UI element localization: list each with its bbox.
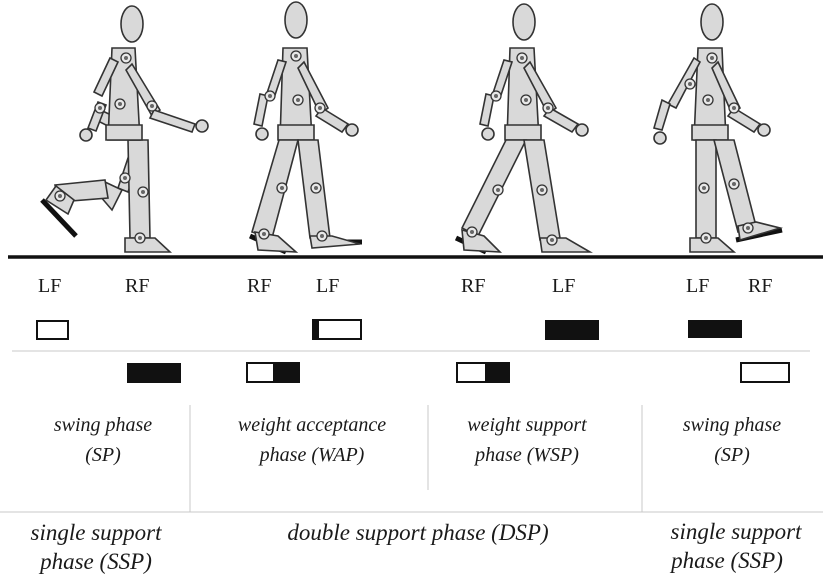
contact-bar-lf-swing	[36, 320, 69, 340]
walking-figure-2	[248, 1, 362, 255]
walking-figure-3	[454, 3, 593, 255]
phase-name-2: weight acceptance	[238, 414, 386, 436]
phase-abbr-4: (SP)	[714, 444, 750, 466]
foot-label-c1-b: RF	[125, 275, 149, 297]
phase-abbr-1: (SP)	[85, 444, 121, 466]
phase-name-1: swing phase	[54, 414, 152, 436]
contact-bar-lf-stance-2	[688, 320, 742, 338]
contact-bar-lf-partial-fill	[313, 320, 319, 339]
contact-bar-rf-swing	[740, 362, 790, 383]
support-middle: double support phase (DSP)	[287, 520, 548, 545]
contact-bar-lf-stance	[545, 320, 599, 340]
contact-bar-rf-stance	[127, 363, 181, 383]
foot-label-c1-a: LF	[38, 275, 61, 297]
foot-label-c4-b: RF	[748, 275, 772, 297]
support-right-line1: single support	[671, 519, 803, 544]
foot-label-c3-a: RF	[461, 275, 485, 297]
walking-figure-4	[653, 3, 784, 253]
contact-bar-lf-partial	[312, 319, 362, 340]
walking-figure-1	[40, 5, 209, 253]
foot-label-c2-b: LF	[316, 275, 339, 297]
support-right-line2: phase (SSP)	[669, 548, 783, 573]
foot-label-c4-a: LF	[686, 275, 709, 297]
contact-bar-rf-partial-fill	[273, 363, 299, 382]
phase-abbr-3: phase (WSP)	[473, 444, 579, 466]
phase-abbr-2: phase (WAP)	[258, 444, 365, 466]
contact-bar-rf-partial-2-fill	[485, 363, 509, 382]
support-left-line2: phase (SSP)	[38, 549, 152, 574]
foot-label-c3-b: LF	[552, 275, 575, 297]
foot-label-c2-a: RF	[247, 275, 271, 297]
phase-name-3: weight support	[467, 414, 587, 436]
support-left-line1: single support	[31, 520, 163, 545]
phase-name-4: swing phase	[683, 414, 781, 436]
